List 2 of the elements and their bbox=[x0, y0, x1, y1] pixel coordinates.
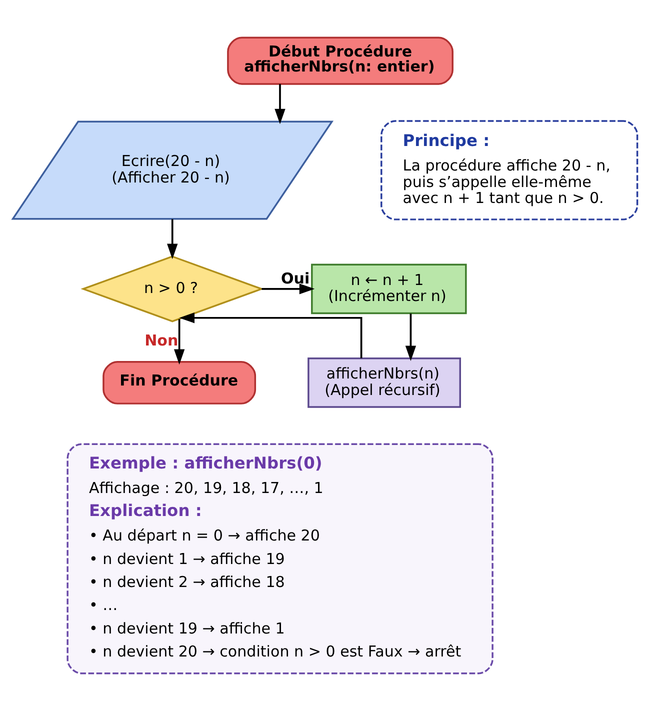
edge-label: Non bbox=[144, 332, 178, 350]
edge-label: Oui bbox=[281, 270, 310, 288]
